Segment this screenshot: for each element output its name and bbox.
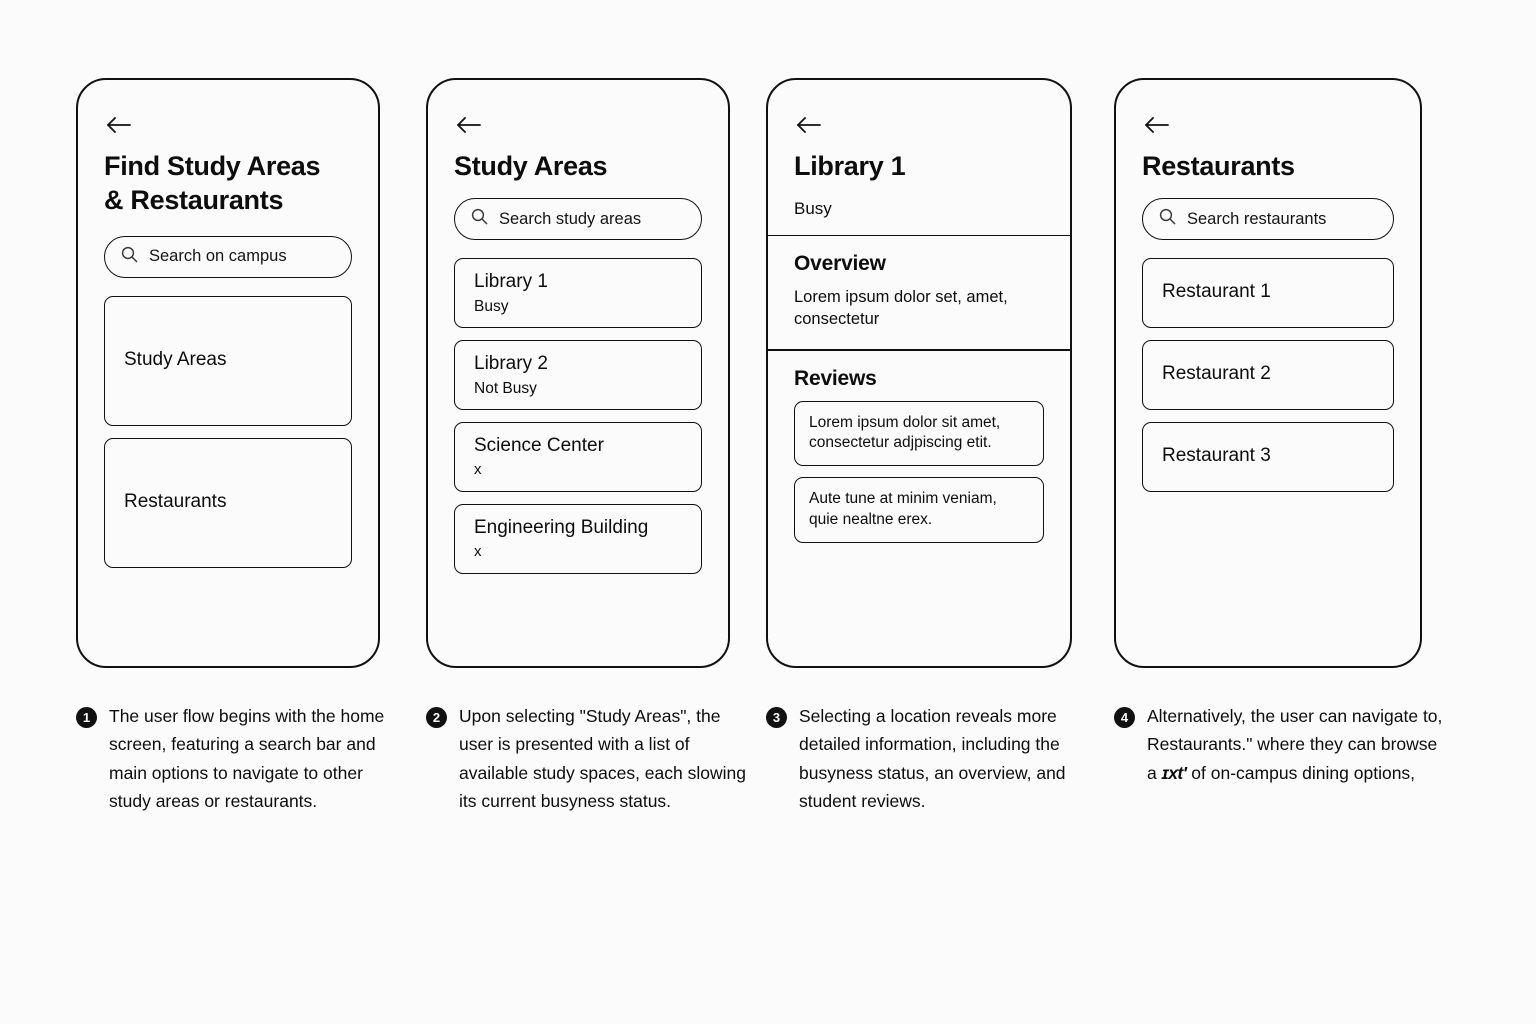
back-arrow-icon[interactable] <box>454 114 484 136</box>
step-number-badge: 4 <box>1114 707 1135 728</box>
search-icon <box>1159 208 1176 230</box>
status-badge: Busy <box>794 198 832 218</box>
back-arrow-icon[interactable] <box>104 114 134 136</box>
step-caption: 1 The user flow begins with the home scr… <box>76 702 396 815</box>
flow-step-1: Find Study Areas & Restaurants Search on… <box>76 78 380 668</box>
option-label: Restaurants <box>124 491 227 513</box>
section-heading: Reviews <box>794 366 877 390</box>
search-placeholder: Search on campus <box>149 247 287 266</box>
list-item[interactable]: Engineering Building x <box>454 503 702 574</box>
flow-step-3: Library 1 Busy Overview Lorem ipsum dolo… <box>766 78 1072 668</box>
step-caption: 4 Alternatively, the user can navigate t… <box>1114 702 1444 787</box>
phone-frame-home: Find Study Areas & Restaurants Search on… <box>76 78 380 668</box>
list-item[interactable]: Library 1 Busy <box>454 257 702 328</box>
step-number-badge: 2 <box>426 707 447 728</box>
caption-text: Alternatively, the user can navigate to,… <box>1147 702 1444 787</box>
page-title: Study Areas <box>454 151 608 181</box>
overview-text: Lorem ipsum dolor set, amet, consectetur <box>794 288 1008 329</box>
list-item[interactable]: Restaurant 1 <box>1142 257 1394 328</box>
page-title: Library 1 <box>794 151 906 181</box>
step-number-badge: 1 <box>76 707 97 728</box>
search-input[interactable]: Search restaurants <box>1142 197 1394 240</box>
caption-text-after: of on-campus dining options, <box>1186 762 1416 783</box>
step-number-badge: 3 <box>766 707 787 728</box>
back-arrow-icon[interactable] <box>794 114 824 136</box>
list-item-name: Library 1 <box>474 271 548 293</box>
option-label: Study Areas <box>124 349 227 371</box>
divider <box>768 348 1070 351</box>
caption-text: Selecting a location reveals more detail… <box>799 706 1066 812</box>
list-item[interactable]: Library 2 Not Busy <box>454 339 702 410</box>
flow-step-4: Restaurants Search restaurants Restauran… <box>1114 78 1422 668</box>
page-title: Find Study Areas & Restaurants <box>104 151 321 215</box>
review-card[interactable]: Lorem ipsum dolor sit amet, consectetur … <box>794 400 1044 467</box>
list-item-name: Engineering Building <box>474 517 649 539</box>
divider <box>768 235 1070 236</box>
search-icon <box>471 208 488 230</box>
caption-text-before: Alternatively, the user can navigate to,… <box>1147 706 1443 783</box>
section-heading: Overview <box>794 252 886 275</box>
flow-step-2: Study Areas Search study areas Library 1… <box>426 78 730 668</box>
list-item[interactable]: Science Center x <box>454 421 702 492</box>
back-arrow-icon[interactable] <box>1142 114 1172 136</box>
list-item-name: Restaurant 2 <box>1162 363 1271 385</box>
search-input[interactable]: Search on campus <box>104 235 352 278</box>
busyness-status: x <box>474 461 482 479</box>
page-title: Restaurants <box>1142 151 1295 181</box>
busyness-status: Not Busy <box>474 379 537 397</box>
list-item-name: Library 2 <box>474 353 548 375</box>
reviews-section: Reviews Lorem ipsum dolor sit amet, cons… <box>768 351 1070 573</box>
step-caption: 3 Selecting a location reveals more deta… <box>766 702 1086 815</box>
list-item[interactable]: Restaurant 3 <box>1142 421 1394 492</box>
busyness-status: x <box>474 543 482 561</box>
phone-frame-study-areas: Study Areas Search study areas Library 1… <box>426 78 730 668</box>
caption-text: Upon selecting "Study Areas", the user i… <box>459 706 746 812</box>
step-caption: 2 Upon selecting "Study Areas", the user… <box>426 702 746 815</box>
list-item-name: Restaurant 3 <box>1162 445 1271 467</box>
phone-frame-library-detail: Library 1 Busy Overview Lorem ipsum dolo… <box>766 78 1072 668</box>
busyness-status: Busy <box>474 297 509 315</box>
home-option-restaurants[interactable]: Restaurants <box>104 437 352 568</box>
caption-text: The user flow begins with the home scree… <box>109 706 385 812</box>
list-item-name: Science Center <box>474 435 604 457</box>
phone-frame-restaurants: Restaurants Search restaurants Restauran… <box>1114 78 1422 668</box>
review-card[interactable]: Aute tune at minim veniam, quie nealtne … <box>794 477 1044 544</box>
search-placeholder: Search restaurants <box>1187 209 1327 228</box>
caption-glitch-glyph: ɪxt' <box>1161 762 1187 783</box>
home-option-study-areas[interactable]: Study Areas <box>104 295 352 426</box>
list-item[interactable]: Restaurant 2 <box>1142 339 1394 410</box>
list-item-name: Restaurant 1 <box>1162 281 1271 303</box>
overview-section: Overview Lorem ipsum dolor set, amet, co… <box>768 236 1070 349</box>
search-placeholder: Search study areas <box>499 209 642 228</box>
search-input[interactable]: Search study areas <box>454 197 702 240</box>
search-icon <box>121 246 138 268</box>
